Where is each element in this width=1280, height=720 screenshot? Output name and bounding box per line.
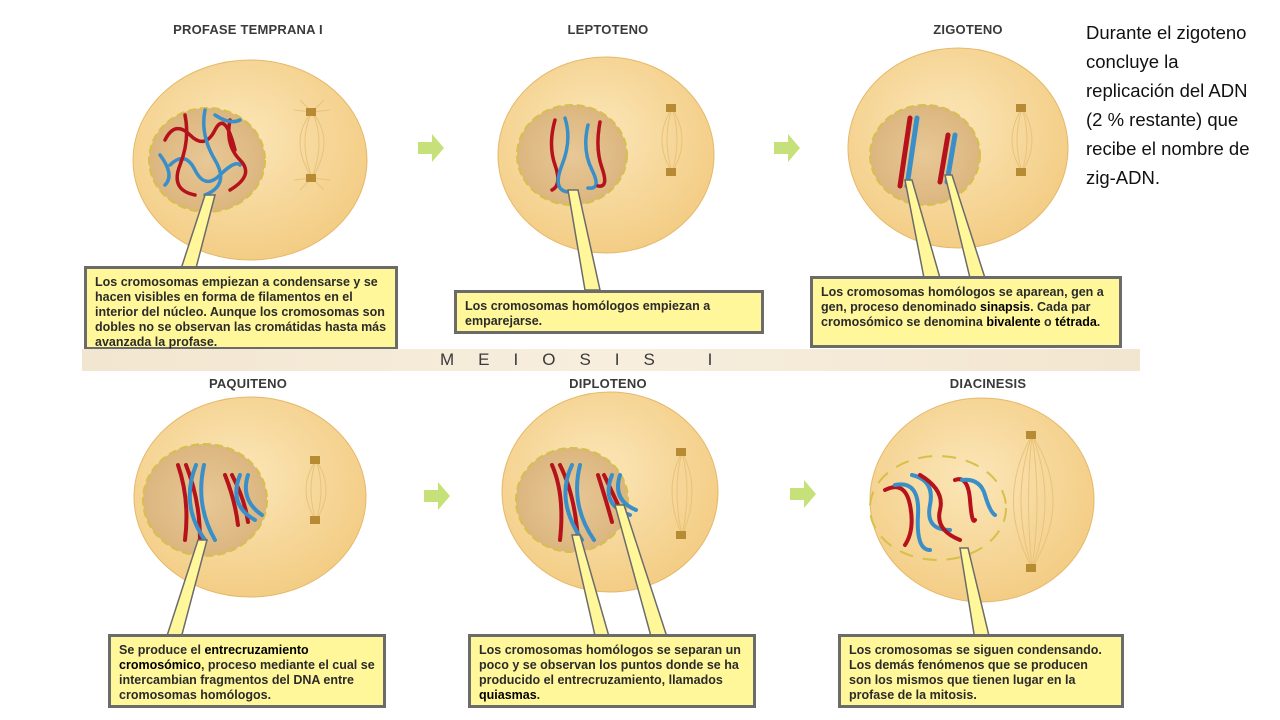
term-bivalente: bivalente bbox=[986, 315, 1041, 329]
callout-paquiteno: Se produce el entrecruzamiento cromosómi… bbox=[108, 634, 386, 708]
callout-leptoteno: Los cromosomas homólogos empiezan a empa… bbox=[454, 290, 764, 334]
cell-diacinesis bbox=[869, 397, 1095, 603]
spindle-aster bbox=[671, 451, 693, 536]
callout-text: Los cromosomas homólogos se separan un p… bbox=[479, 643, 741, 687]
cell-profase bbox=[132, 59, 368, 261]
term-quiasmas: quiasmas bbox=[479, 688, 537, 702]
callout-diacinesis: Los cromosomas se siguen condensando. Lo… bbox=[838, 634, 1124, 708]
callout-text: Los cromosomas se siguen condensando. Lo… bbox=[849, 643, 1102, 702]
stage-title-profase: PROFASE TEMPRANA I bbox=[173, 22, 323, 37]
stage-title-paquiteno: PAQUITENO bbox=[208, 376, 288, 391]
spindle-aster bbox=[1011, 107, 1033, 173]
callout-text: . bbox=[536, 688, 541, 702]
callout-text: Los cromosomas homólogos se aparean, gen… bbox=[821, 285, 1104, 314]
meiosis-banner-label: MEIOSIS I bbox=[440, 350, 737, 369]
arrow-right-icon bbox=[790, 480, 816, 508]
callout-text: Los cromosomas homólogos empiezan a empa… bbox=[465, 299, 711, 328]
stage-title-diacinesis: DIACINESIS bbox=[949, 376, 1027, 391]
arrow-right-icon bbox=[774, 134, 800, 162]
arrow-right-icon bbox=[418, 134, 444, 162]
callout-text: . bbox=[1096, 315, 1101, 329]
arrow-right-icon bbox=[424, 482, 450, 510]
spindle-aster bbox=[305, 459, 327, 521]
callout-zigoteno: Los cromosomas homólogos se aparean, gen… bbox=[810, 276, 1122, 348]
stage-title-leptoteno: LEPTOTENO bbox=[567, 22, 649, 37]
spindle-aster bbox=[661, 107, 683, 173]
callout-text: Se produce el bbox=[119, 643, 205, 657]
side-note: Durante el zigoteno concluye la replicac… bbox=[1086, 22, 1250, 188]
cell-paquiteno bbox=[133, 396, 367, 598]
callout-profase: Los cromosomas empiezan a condensarse y … bbox=[84, 266, 398, 350]
spindle-aster bbox=[293, 99, 331, 191]
term-tetrada: tétrada bbox=[1055, 315, 1097, 329]
term-entrecruzamiento: entrecruzamiento cromosómico bbox=[119, 643, 309, 672]
cell-diploteno bbox=[501, 391, 719, 593]
meiosis-banner bbox=[82, 349, 1140, 371]
callout-text: , proceso mediante el cual se intercambi… bbox=[119, 658, 375, 702]
callout-diploteno: Los cromosomas homólogos se separan un p… bbox=[468, 634, 756, 708]
callout-text: Los cromosomas empiezan a condensarse y … bbox=[95, 275, 387, 349]
cell-leptoteno bbox=[497, 56, 715, 254]
spindle-aster bbox=[1013, 434, 1054, 569]
stage-title-zigoteno: ZIGOTENO bbox=[933, 22, 1003, 37]
callout-text: . Cada par cromosómico se denomina bbox=[821, 300, 1091, 329]
callout-text: o bbox=[1040, 315, 1056, 329]
term-sinapsis: sinapsis bbox=[980, 300, 1031, 314]
stage-title-diploteno: DIPLOTENO bbox=[569, 376, 647, 391]
